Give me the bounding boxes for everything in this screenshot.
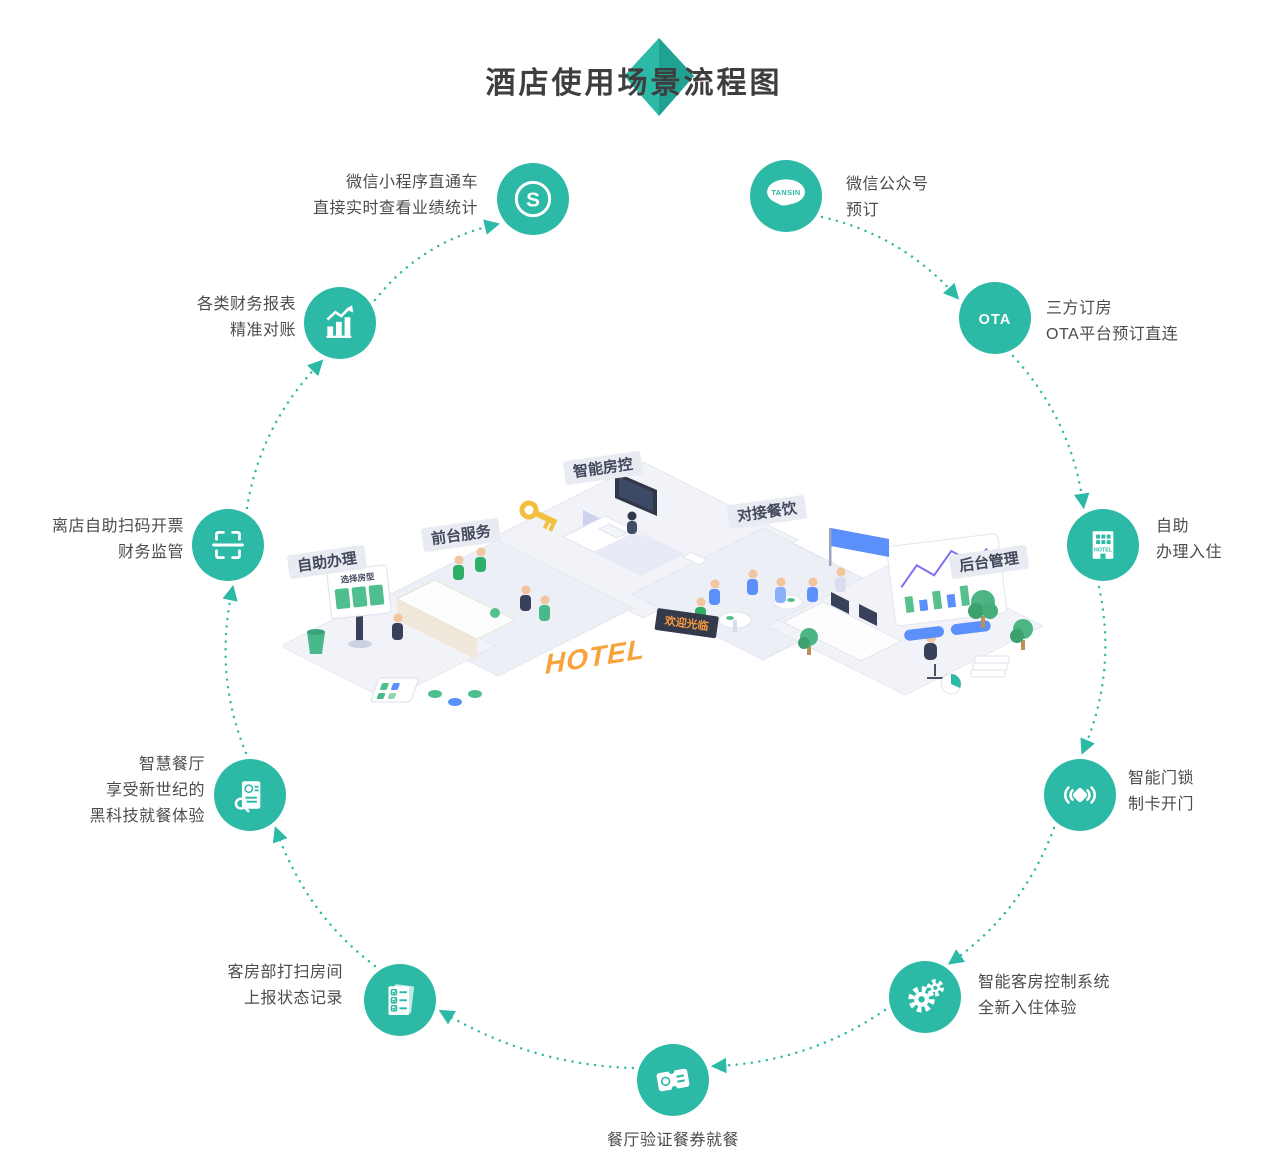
- area-signs: 自助办理 前台服务 智能房控 对接餐饮 后台管理: [287, 451, 1029, 579]
- svg-text:TANSIN: TANSIN: [771, 188, 800, 197]
- svg-text:OTA: OTA: [979, 312, 1012, 328]
- label-smart-door-lock: 智能门锁 制卡开门: [1128, 770, 1195, 813]
- arrow-voucher-to-housekeeping: [438, 1009, 635, 1070]
- arrow-checkin-to-lock: [1080, 585, 1107, 755]
- hotel-scene-illustration: 选择房型: [283, 451, 1043, 706]
- label-housekeeping: 客房部打扫房间 上报状态记录: [227, 964, 343, 1007]
- self-service-area: 选择房型: [307, 564, 482, 706]
- label-scan-invoice: 离店自助扫码开票 财务监管: [51, 518, 184, 561]
- arrow-restaurant-to-scan: [222, 584, 248, 755]
- arrow-reports-to-miniprogram: [373, 219, 501, 302]
- label-meal-voucher: 餐厅验证餐券就餐: [606, 1132, 739, 1149]
- arrow-scan-to-reports: [245, 359, 324, 510]
- label-financial-reports: 各类财务报表 精准对账: [196, 296, 296, 339]
- node-self-checkin: HOTEL: [1067, 509, 1139, 581]
- sign-front-desk: 前台服务: [421, 518, 501, 552]
- gear-icon: [908, 979, 944, 1013]
- svg-text:HOTEL: HOTEL: [1094, 547, 1113, 553]
- sign-back-office: 后台管理: [949, 545, 1029, 579]
- node-wechat-mini-program: S: [497, 163, 569, 235]
- kiosk-screen: 选择房型: [326, 564, 392, 620]
- arrow-official-to-ota: [820, 215, 960, 300]
- svg-text:选择房型: 选择房型: [340, 571, 375, 585]
- tansin-logo-icon: TANSIN: [767, 179, 805, 206]
- welcome-sign: 欢迎光临: [654, 608, 719, 639]
- node-smart-door-lock: [1044, 759, 1116, 831]
- label-wechat-official-account: 微信公众号 预订: [846, 176, 929, 219]
- ticket-icon: [656, 1067, 690, 1093]
- sign-self-service: 自助办理: [287, 545, 367, 579]
- page-title: 酒店使用场景流程图: [485, 67, 783, 100]
- node-smart-restaurant: [214, 759, 286, 831]
- arrow-lock-to-control: [947, 826, 1056, 965]
- node-financial-reports: [304, 287, 376, 359]
- ota-icon: OTA: [979, 312, 1012, 328]
- trash-bin: [307, 632, 325, 654]
- door-lock-icon: [1064, 786, 1096, 804]
- pie-chart: [940, 673, 962, 695]
- label-room-control-system: 智能客房控制系统 全新入住体验: [978, 974, 1111, 1017]
- floor-phone: [370, 677, 419, 703]
- cloud-banner: [829, 528, 889, 566]
- bedroom-area: [561, 472, 709, 576]
- node-room-control-system: [889, 961, 961, 1033]
- node-meal-voucher: [637, 1044, 709, 1116]
- hotel-building-icon: HOTEL: [1092, 531, 1114, 559]
- svg-text:S: S: [526, 188, 540, 211]
- label-smart-restaurant: 智慧餐厅 享受新世纪的 黑科技就餐体验: [89, 756, 205, 825]
- label-wechat-mini-program: 微信小程序直通车 直接实时查看业绩统计: [312, 174, 478, 217]
- bar-chart-icon: [326, 305, 354, 338]
- paper-stack: [970, 655, 1010, 678]
- menu-icon: [234, 781, 261, 813]
- top-diamond-marker: [624, 38, 694, 116]
- label-ota-booking: 三方订房 OTA平台预订直连: [1046, 300, 1179, 343]
- arrow-ota-to-checkin: [1011, 354, 1090, 510]
- gold-key: [519, 500, 558, 532]
- sign-room-control: 智能房控: [563, 451, 643, 485]
- trees: [798, 590, 1033, 655]
- restaurant-area: 欢迎光临: [654, 569, 803, 639]
- qr-scan-icon: [212, 530, 244, 560]
- sign-catering: 对接餐饮: [727, 495, 807, 529]
- s-logo-icon: S: [514, 180, 552, 218]
- node-ota-booking: OTA: [959, 282, 1031, 354]
- flow-arrows: [222, 215, 1107, 1074]
- front-desk-area: [395, 500, 558, 660]
- node-wechat-official-account: TANSIN: [750, 160, 822, 232]
- node-housekeeping: [364, 964, 436, 1036]
- checklist-icon: [388, 984, 415, 1015]
- label-self-checkin: 自助 办理入住: [1156, 518, 1223, 561]
- arrow-control-to-voucher: [710, 1008, 887, 1074]
- arrow-housekeeping-to-restaurant: [272, 826, 377, 968]
- node-scan-invoice: [192, 509, 264, 581]
